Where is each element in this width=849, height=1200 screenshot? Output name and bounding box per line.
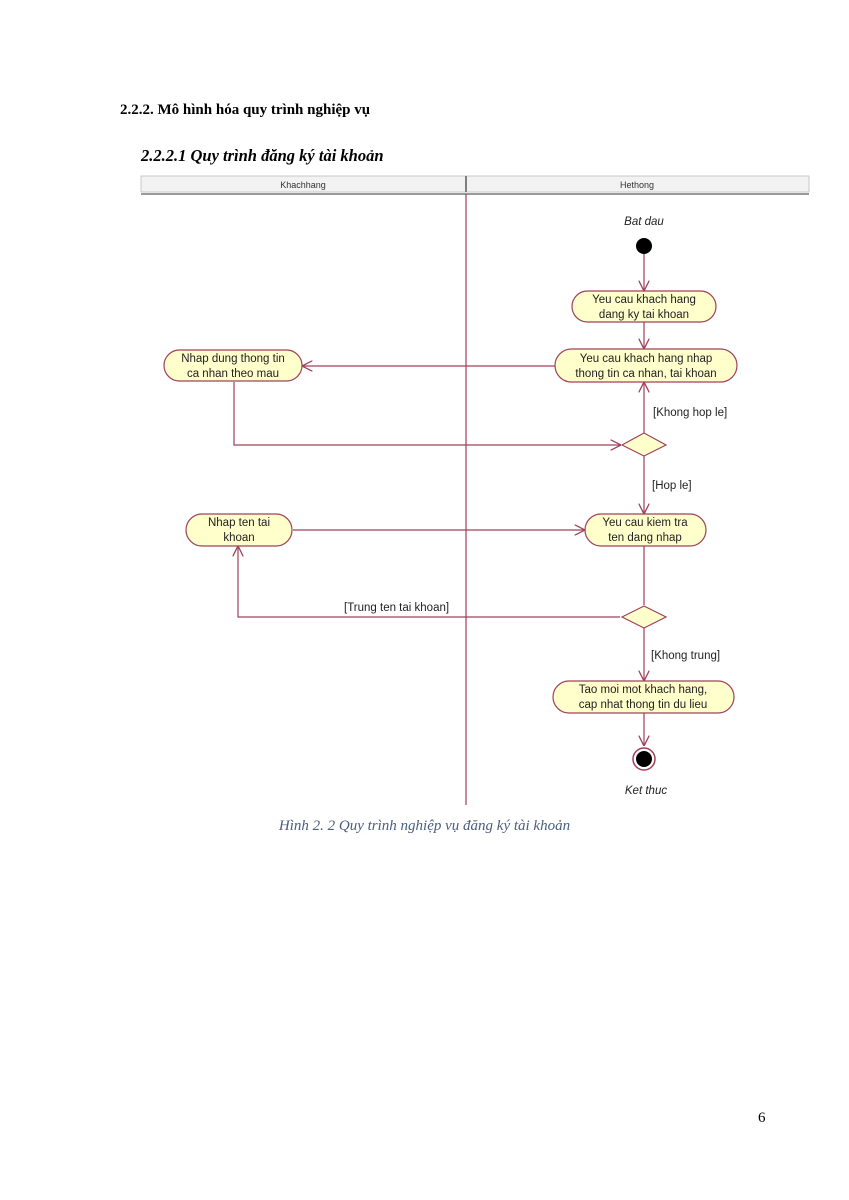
start-label: Bat dau	[624, 216, 664, 228]
action-create-customer-line2: cap nhat thong tin du lieu	[579, 699, 708, 711]
action-request-register-line2: dang ky tai khoan	[599, 309, 689, 321]
guard-invalid: [Khong hop le]	[653, 407, 727, 419]
action-enter-info-shape	[163, 349, 303, 382]
action-request-register-shape	[571, 290, 717, 323]
subsection-heading: 2.2.2.1 Quy trình đăng ký tài khoản	[141, 146, 384, 165]
start-node	[636, 238, 652, 254]
action-enter-info-line2: ca nhan theo mau	[187, 368, 279, 380]
action-create-customer-line1: Tao moi mot khach hang,	[579, 684, 708, 696]
lane-header: Khachhang Hethong	[140, 175, 810, 195]
figure-caption: Hình 2. 2 Quy trình nghiệp vụ đăng ký tà…	[278, 818, 571, 834]
end-label: Ket thuc	[625, 785, 667, 797]
flow-enter-to-decision	[233, 382, 620, 445]
action-request-info-shape	[554, 348, 738, 383]
connectors	[234, 254, 644, 745]
end-node	[632, 747, 656, 771]
page-number: 6	[758, 1110, 766, 1126]
action-create-customer: Tao moi mot khach hang, cap nhat thong t…	[552, 680, 735, 714]
flow-duplicate-back	[238, 547, 620, 618]
lane-header-bar	[140, 175, 810, 193]
action-check-name-line1: Yeu cau kiem tra	[602, 517, 688, 529]
action-request-info-line1: Yeu cau khach hang nhap	[580, 353, 713, 365]
action-check-name-shape	[584, 513, 707, 547]
end-node-core	[636, 751, 652, 767]
action-create-customer-shape	[552, 680, 735, 714]
action-request-register: Yeu cau khach hang dang ky tai khoan	[571, 290, 717, 323]
action-enter-info: Nhap dung thong tin ca nhan theo mau	[163, 349, 303, 382]
action-request-info-line2: thong tin ca nhan, tai khoan	[575, 368, 716, 380]
lane-title-hethong: Hethong	[620, 180, 654, 190]
action-enter-info-line1: Nhap dung thong tin	[181, 353, 285, 365]
guard-not-duplicate: [Khong trung]	[651, 650, 720, 662]
decision-validity	[620, 432, 668, 457]
action-check-name-line2: ten dang nhap	[608, 532, 682, 544]
guard-duplicate: [Trung ten tai khoan]	[344, 602, 449, 614]
action-request-register-line1: Yeu cau khach hang	[592, 294, 696, 306]
action-enter-account-line2: khoan	[223, 532, 254, 544]
action-enter-account-shape	[185, 513, 293, 547]
action-check-name: Yeu cau kiem tra ten dang nhap	[584, 513, 707, 547]
action-request-info: Yeu cau khach hang nhap thong tin ca nha…	[554, 348, 738, 383]
lane-title-khachhang: Khachhang	[280, 180, 326, 190]
guard-valid: [Hop le]	[652, 480, 692, 492]
action-enter-account-line1: Nhap ten tai	[208, 517, 270, 529]
section-heading: 2.2.2. Mô hình hóa quy trình nghiệp vụ	[120, 102, 371, 118]
action-enter-account: Nhap ten tai khoan	[185, 513, 293, 547]
decision-duplicate	[620, 605, 668, 629]
